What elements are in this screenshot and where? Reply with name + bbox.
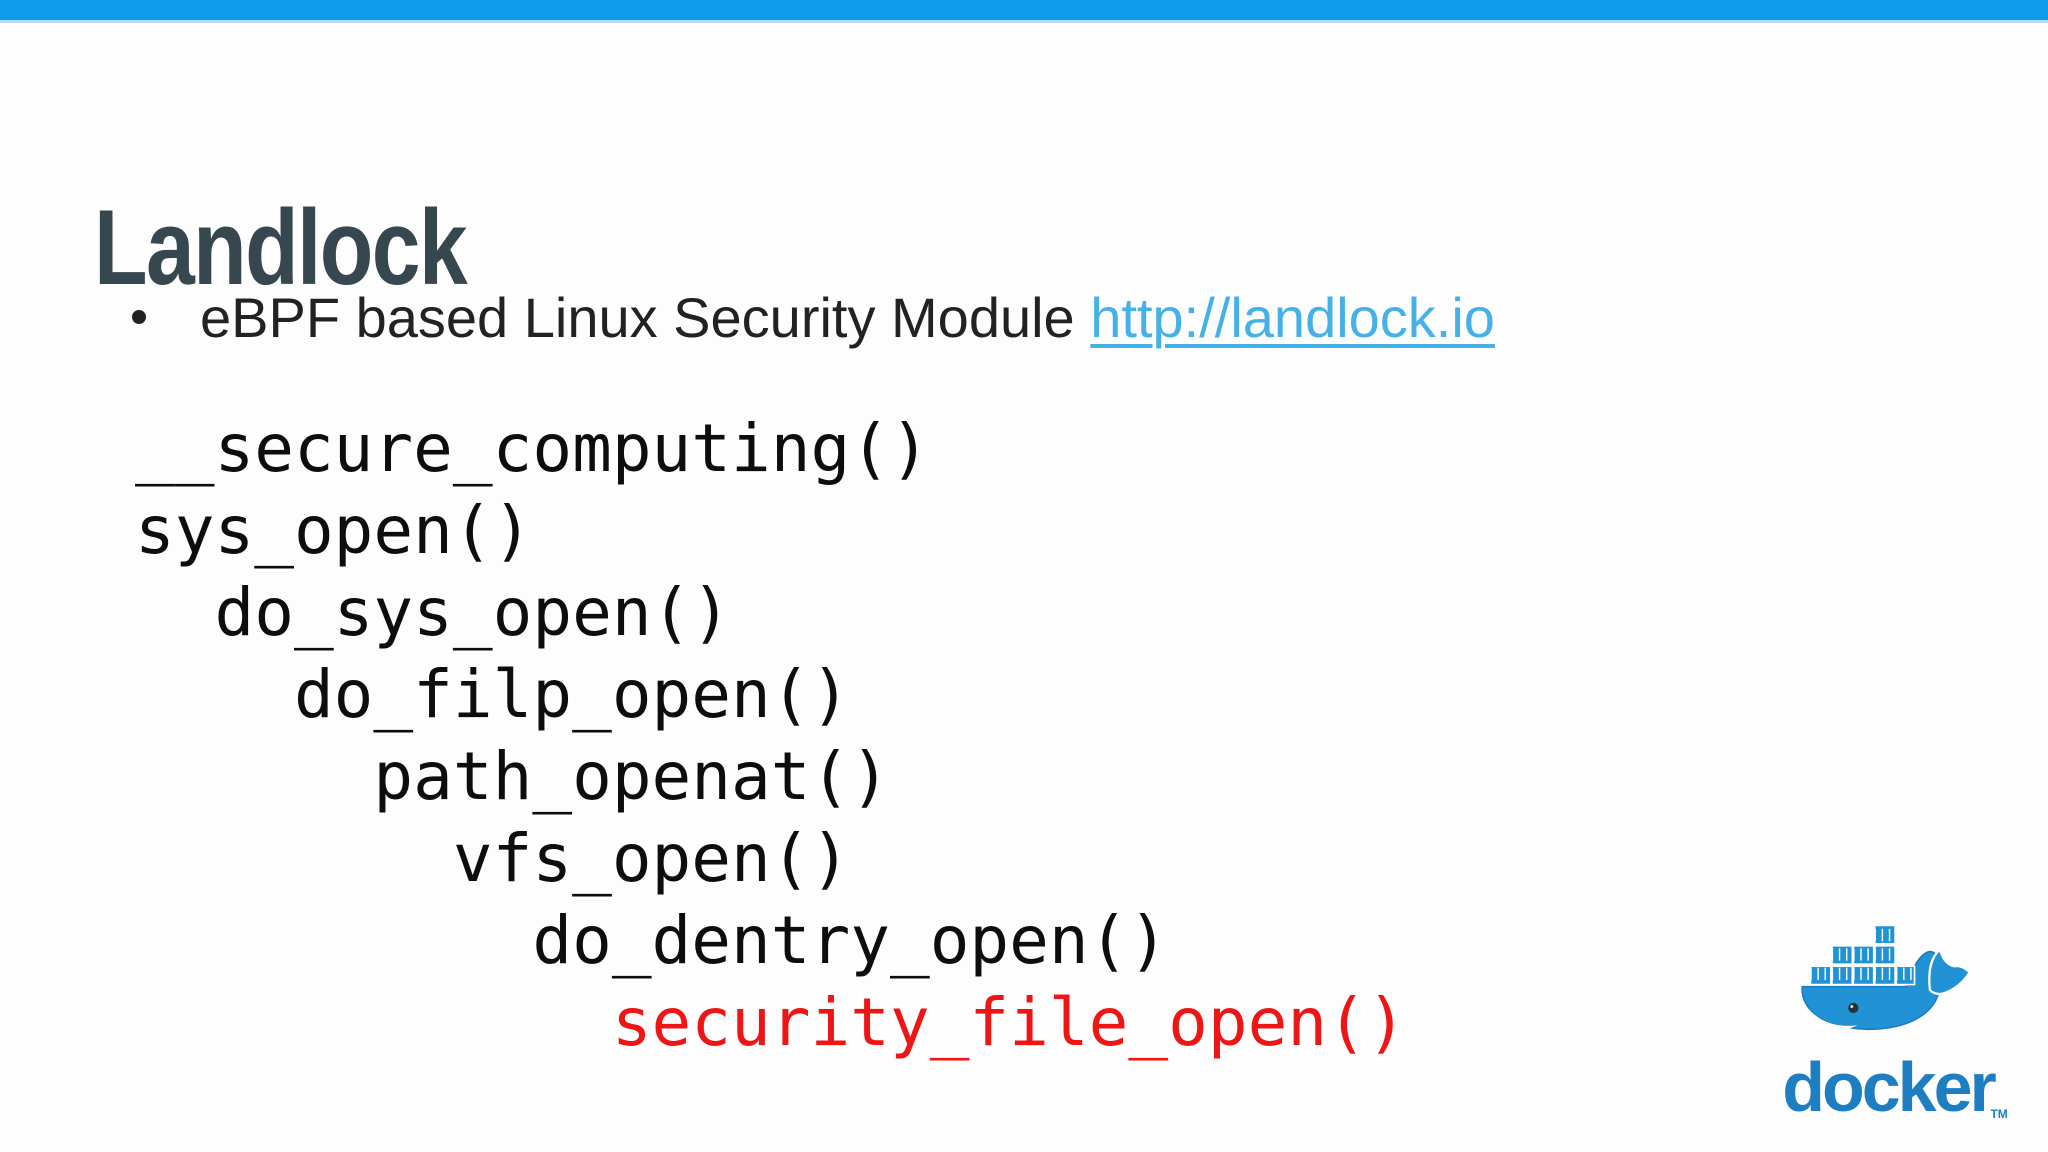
docker-logo: docker TM xyxy=(1772,906,2008,1126)
landlock-link[interactable]: http://landlock.io xyxy=(1090,286,1495,349)
docker-whale-icon xyxy=(1801,924,1972,1032)
page-title: Landlock xyxy=(94,186,468,307)
code-line: path_openat() xyxy=(373,738,890,815)
bullet-item: eBPF based Linux Security Module http://… xyxy=(128,283,1495,353)
bullet-dot xyxy=(132,310,146,324)
code-line: do_dentry_open() xyxy=(532,902,1169,979)
code-line: do_filp_open() xyxy=(293,656,851,733)
top-accent-bar-strip xyxy=(0,20,2048,23)
tm-superscript: TM xyxy=(1990,1107,2008,1121)
code-line: vfs_open() xyxy=(452,820,851,897)
code-block: __secure_computing()sys_open()do_sys_ope… xyxy=(135,408,1407,1064)
code-line: __secure_computing() xyxy=(135,410,930,487)
bullet-text: eBPF based Linux Security Module http://… xyxy=(200,286,1495,349)
top-accent-bar xyxy=(0,0,2048,20)
code-line: sys_open() xyxy=(135,492,533,569)
code-line: do_sys_open() xyxy=(214,574,732,651)
code-line: security_file_open() xyxy=(611,984,1407,1061)
docker-wordmark: docker TM xyxy=(1782,1048,2008,1126)
